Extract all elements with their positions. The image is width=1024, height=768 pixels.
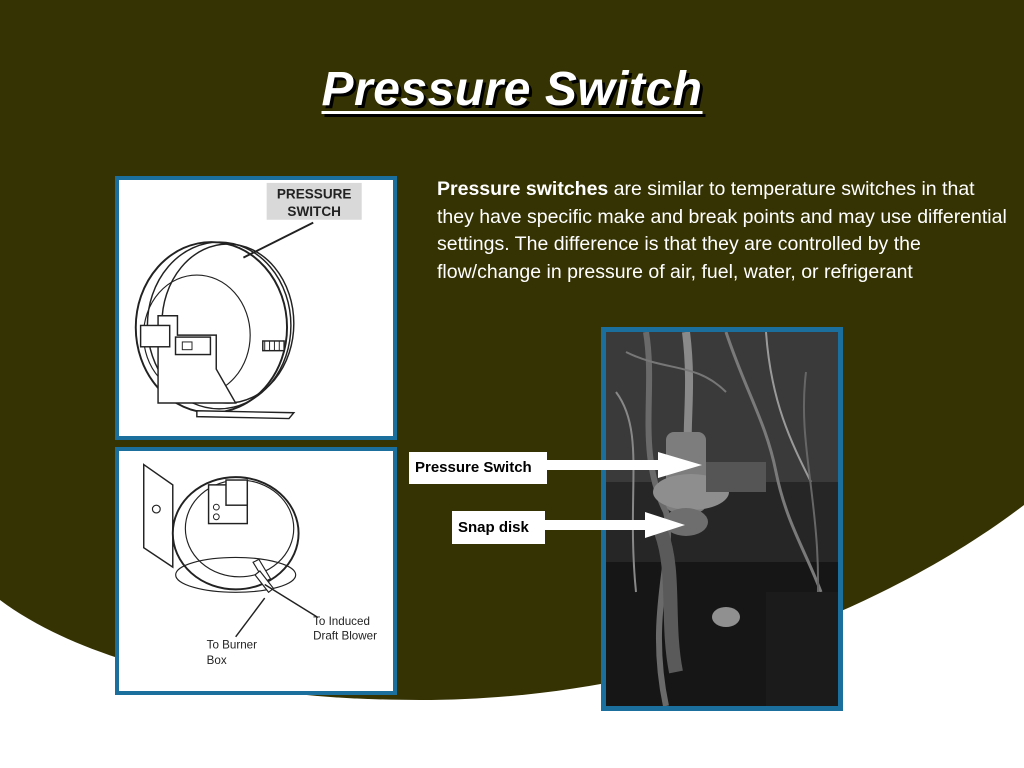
label-draft-blower: Draft Blower: [313, 630, 377, 643]
slide-title: Pressure Switch: [321, 63, 703, 116]
diagram-label-switch: SWITCH: [287, 204, 341, 219]
pressure-switch-tubing-drawing: To Induced Draft Blower To Burner Box: [143, 463, 377, 667]
label-box: Box: [207, 654, 227, 667]
label-to-burner: To Burner: [207, 638, 257, 651]
callout-arrows: [540, 452, 702, 538]
arrow-snap-disk: [540, 512, 685, 538]
photo-content: [606, 332, 838, 706]
pressure-switch-diagram-top: PRESSURE SWITCH: [115, 176, 397, 440]
callout-pressure-switch: Pressure Switch: [409, 452, 547, 484]
diagram-label-pressure: PRESSURE: [277, 186, 352, 201]
arrow-pressure-switch: [540, 452, 702, 478]
callout-snap-disk: Snap disk: [452, 511, 545, 544]
photo-illustration: [606, 332, 838, 706]
pressure-switch-drawing: PRESSURE SWITCH: [134, 182, 362, 420]
pressure-switch-photo: [601, 327, 843, 711]
label-to-induced: To Induced: [313, 615, 370, 628]
body-rest-text: are similar to temperature switches in t…: [437, 178, 1007, 283]
body-lead-term: Pressure switches: [437, 178, 609, 200]
pressure-switch-diagram-bottom: To Induced Draft Blower To Burner Box: [115, 447, 397, 695]
body-paragraph: Pressure switches are similar to tempera…: [437, 176, 1012, 286]
